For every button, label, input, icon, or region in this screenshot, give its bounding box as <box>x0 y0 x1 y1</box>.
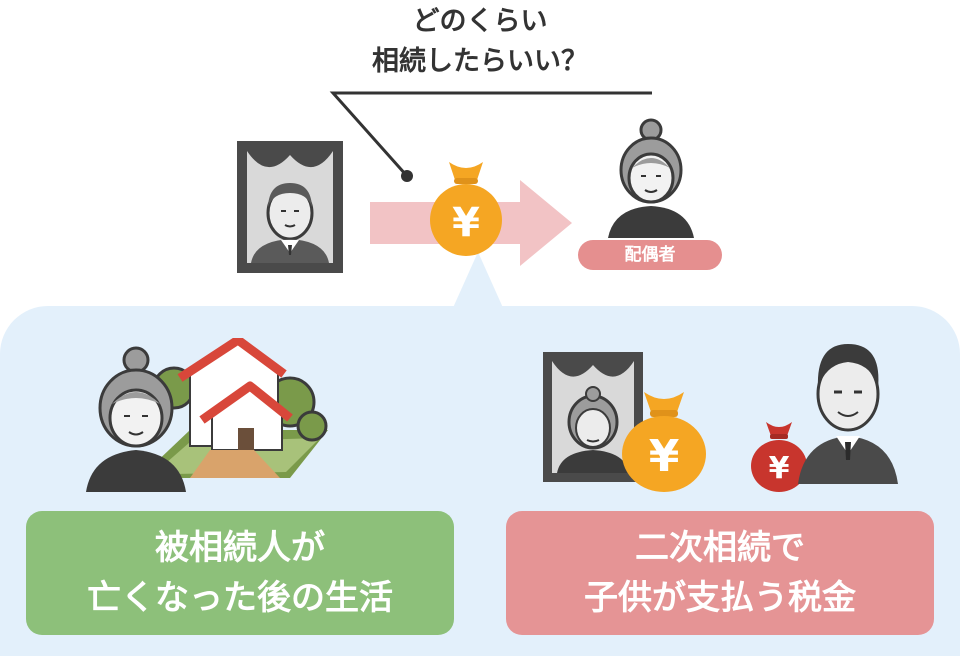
money-bag-large-icon: ¥ <box>622 392 706 492</box>
money-bag-icon: ¥ <box>430 162 502 256</box>
child-avatar <box>798 344 898 484</box>
living-card-line-2: 亡くなった後の生活 <box>87 578 393 618</box>
question-line-2: 相続したらいい？ <box>372 46 588 77</box>
grandmother-avatar <box>86 346 186 492</box>
question-line-1: どのくらい <box>412 6 548 37</box>
secondary-inheritance-tax-card: 二次相続で 子供が支払う税金 <box>506 511 934 635</box>
house-illustration <box>150 338 328 478</box>
leader-line <box>329 91 652 182</box>
yen-symbol: ¥ <box>452 200 480 246</box>
yen-symbol: ¥ <box>769 451 790 486</box>
tax-card-line-2: 子供が支払う税金 <box>584 578 856 618</box>
spouse-avatar <box>608 118 694 238</box>
question-text: どのくらい 相続したらいい？ <box>300 2 660 82</box>
spouse-role-badge: 配偶者 <box>578 240 722 270</box>
living-after-death-card: 被相続人が 亡くなった後の生活 <box>26 511 454 635</box>
yen-symbol: ¥ <box>649 431 680 482</box>
deceased-man-portrait <box>237 141 343 273</box>
money-bag-red-icon: ¥ <box>751 422 807 492</box>
tax-card-line-1: 二次相続で <box>635 528 805 568</box>
living-card-line-1: 被相続人が <box>155 528 325 568</box>
